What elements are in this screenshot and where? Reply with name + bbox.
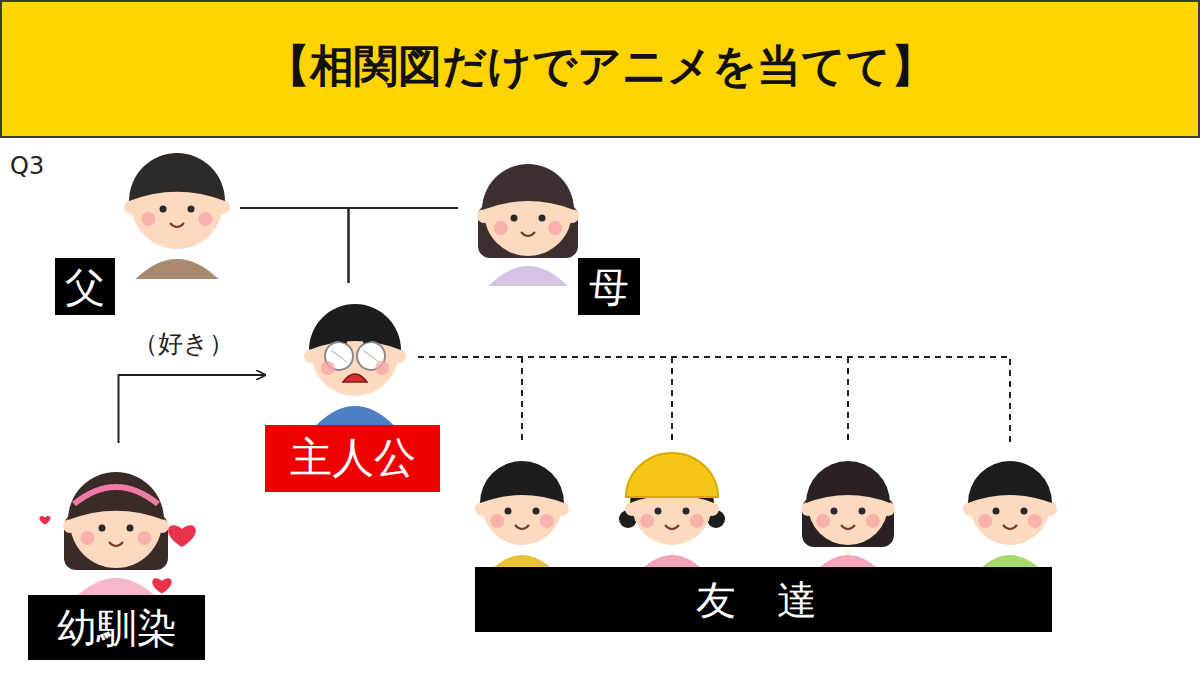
connector [119,375,266,443]
character-figure [477,164,579,286]
character-figure [124,153,230,279]
protagonist-node: 主人公 [265,283,440,492]
friends-node: 友 達 [475,445,1052,632]
name-label: 父 [55,258,115,315]
childhood-friend-node: 幼馴染 [28,455,205,660]
character-figure [39,472,195,598]
friend-dashed-drops [522,357,848,445]
question-number: Q3 [10,152,44,181]
connector [418,357,1010,445]
character-figure [475,461,569,575]
connector [240,208,349,283]
character-figure [801,461,895,575]
name-label: 幼馴染 [28,595,205,660]
character-figure [619,453,725,575]
name-label: 母 [578,258,640,315]
edge-label: （好き） [131,329,236,359]
connector [349,208,459,283]
father-node: 父 [55,145,240,315]
mother-node: 母 [458,150,640,315]
character-figure [963,461,1057,575]
character-figure [304,304,406,426]
name-label: 主人公 [265,425,440,492]
title-text: 【相関図だけでアニメを当てて】 [0,40,1200,93]
name-label: 友 達 [475,567,1052,632]
